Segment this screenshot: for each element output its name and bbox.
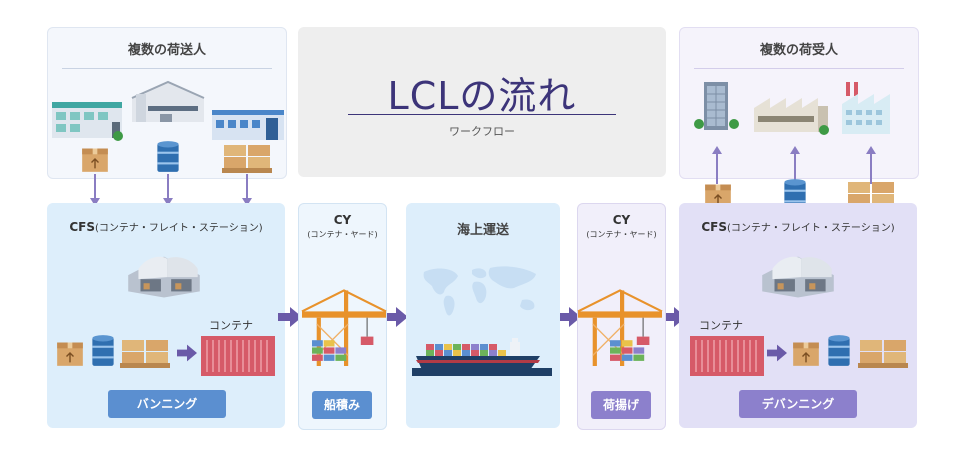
shippers-title: 複数の荷送人 bbox=[127, 43, 206, 58]
cy-right-title: CY bbox=[612, 213, 631, 227]
cfs-left-title-note: (コンテナ・フレイト・ステーション) bbox=[95, 223, 263, 234]
cfs-left-container-label: コンテナ bbox=[209, 319, 253, 332]
shipper-factory-icon bbox=[52, 102, 123, 141]
devanning-arrow-icon bbox=[767, 344, 787, 362]
receiver-plant-icon bbox=[842, 82, 890, 134]
cfs-right-title-main: CFS bbox=[701, 220, 728, 234]
devanning-box-icon bbox=[792, 341, 820, 367]
loading-button[interactable]: 船積み bbox=[312, 391, 372, 419]
cfs-right-title-note: (コンテナ・フレイト・ステーション) bbox=[727, 223, 895, 234]
cy-left-title-note: (コンテナ・ヤード) bbox=[307, 230, 378, 239]
unloading-button[interactable]: 荷揚げ bbox=[591, 391, 651, 419]
vanning-drum-icon bbox=[92, 335, 114, 366]
devanning-drum-icon bbox=[828, 335, 850, 366]
receivers-title: 複数の荷受人 bbox=[759, 43, 838, 58]
cfs-left-container-icon bbox=[201, 336, 275, 376]
devanning-button[interactable]: デバンニング bbox=[739, 390, 857, 418]
vanning-button[interactable]: バンニング bbox=[108, 390, 226, 418]
cy-right-stacked-containers-icon bbox=[610, 340, 645, 361]
shipper-office-icon bbox=[212, 110, 284, 140]
title-panel: LCLの流れ ワークフロー bbox=[298, 27, 666, 177]
receiver-office-building-icon bbox=[694, 82, 739, 130]
cfs-right-panel: CFS(コンテナ・フレイト・ステーション) コンテナ デバンニング bbox=[679, 203, 917, 428]
cfs-left-title-main: CFS bbox=[69, 220, 96, 234]
sea-transport-panel: 海上運送 bbox=[406, 203, 560, 428]
title-underline bbox=[348, 114, 616, 115]
sea-transport-title: 海上運送 bbox=[456, 223, 509, 238]
page-subtitle: ワークフロー bbox=[449, 125, 515, 138]
devanning-pallet-icon bbox=[858, 340, 908, 368]
cfs-left-panel: CFS(コンテナ・フレイト・ステーション) コンテナ バンニング bbox=[47, 203, 285, 428]
shippers-divider bbox=[62, 68, 272, 69]
cfs-left-title: CFS(コンテナ・フレイト・ステーション) bbox=[47, 219, 285, 234]
vanning-arrow-icon bbox=[177, 344, 197, 362]
cy-left-title: CY bbox=[333, 213, 352, 227]
receiver-factory-icon bbox=[754, 98, 829, 135]
receivers-divider bbox=[694, 68, 904, 69]
cfs-right-warehouse-icon bbox=[762, 256, 834, 298]
container-ship-icon bbox=[412, 338, 552, 376]
world-map-icon bbox=[423, 266, 536, 316]
cfs-right-container-icon bbox=[690, 336, 764, 376]
vanning-box-icon bbox=[56, 341, 84, 367]
cfs-right-container-label: コンテナ bbox=[699, 319, 743, 332]
shipper-warehouse-icon bbox=[131, 80, 205, 122]
cy-left-stacked-containers-icon bbox=[312, 340, 347, 361]
cfs-left-warehouse-icon bbox=[128, 256, 200, 298]
vanning-pallet-icon bbox=[120, 340, 170, 368]
page-title: LCLの流れ bbox=[387, 74, 577, 118]
cy-right-title-note: (コンテナ・ヤード) bbox=[586, 230, 657, 239]
cfs-right-title: CFS(コンテナ・フレイト・ステーション) bbox=[679, 219, 917, 234]
